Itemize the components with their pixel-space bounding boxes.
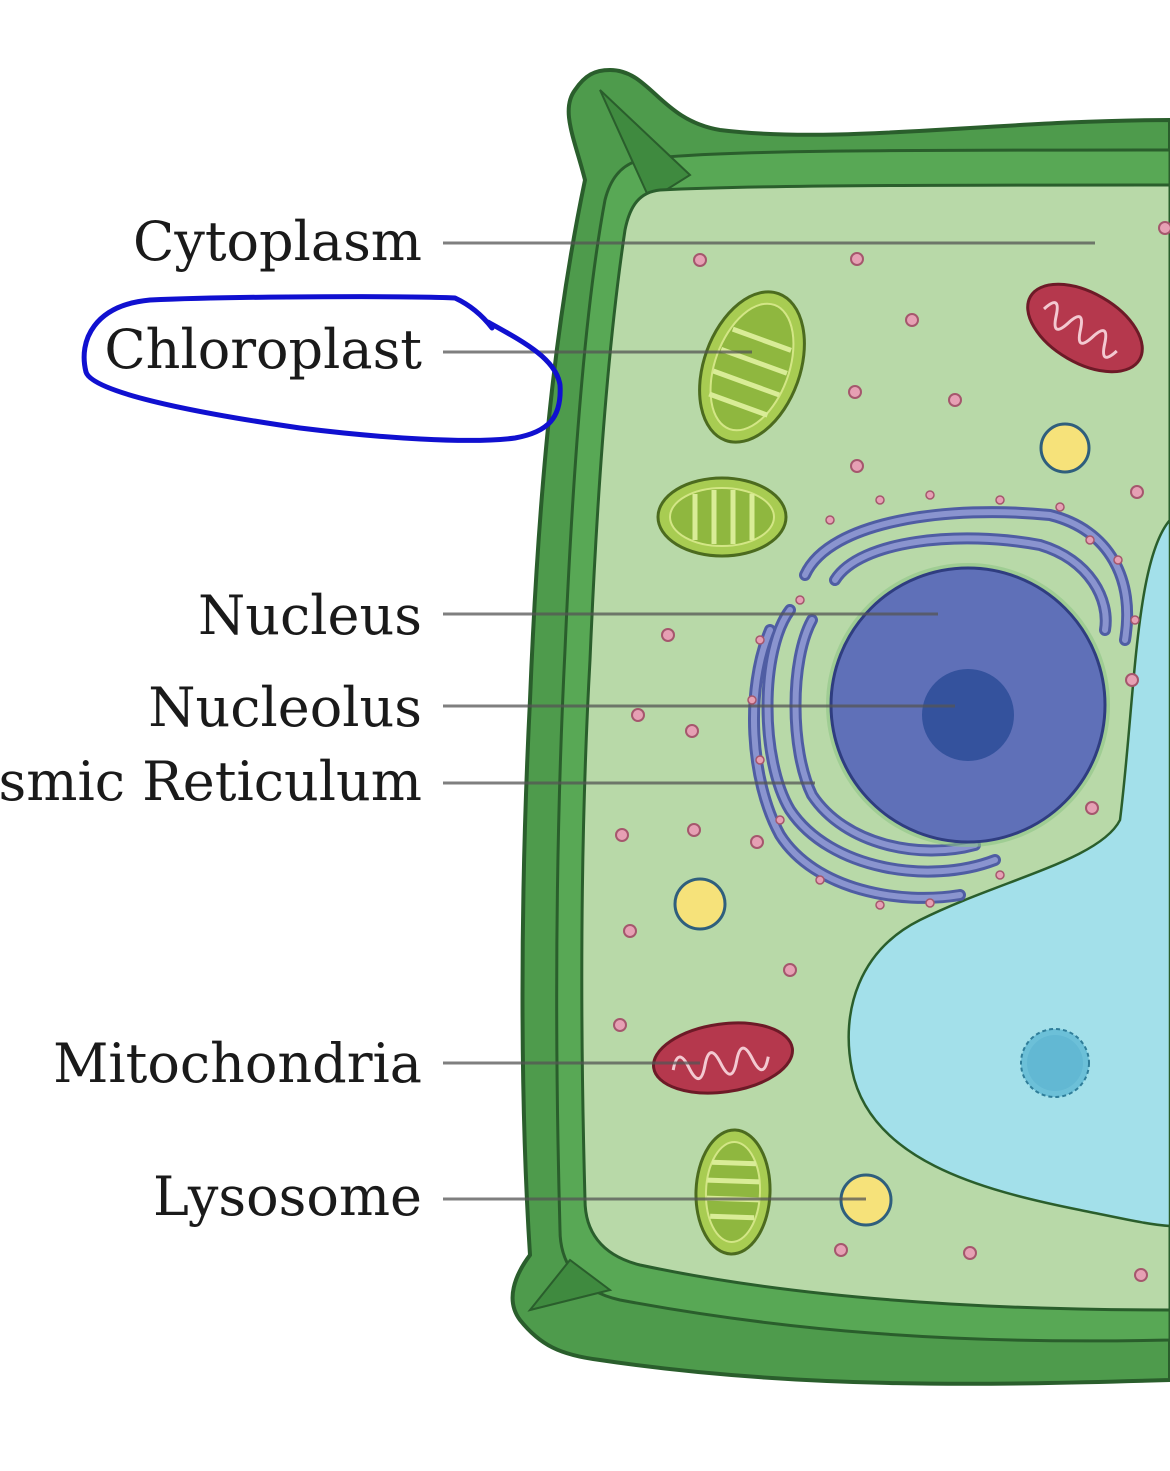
vacuole-granule [1020,1028,1090,1098]
nucleus [826,563,1110,847]
leader-lines [443,241,1095,1201]
label-mitochondria: Mitochondria [53,1032,422,1095]
mitochondrion-bottom [652,1021,794,1095]
chloroplast-bottom [694,1128,772,1256]
annotation-ellipse [81,294,563,443]
label-nucleus: Nucleus [198,584,422,647]
rough-er-ribosomes [747,490,1140,910]
ribosomes [613,221,1170,1282]
label-cytoplasm: Cytoplasm [133,210,422,273]
label-endoplasmic-reticulum: Endoplasmic Reticulum [0,750,422,813]
labels: Cytoplasm Chloroplast Nucleus Nucleolus … [0,210,422,1228]
label-lysosome: Lysosome [153,1165,422,1228]
chloroplast-top [698,290,806,444]
nucleolus [922,669,1014,761]
mitochondrion-top [1026,282,1144,374]
endoplasmic-reticulum-lumen [751,509,1131,901]
chloroplast-middle [656,476,788,558]
label-nucleolus: Nucleolus [148,676,422,739]
label-chloroplast: Chloroplast [104,318,422,381]
vacuole [847,518,1170,1228]
